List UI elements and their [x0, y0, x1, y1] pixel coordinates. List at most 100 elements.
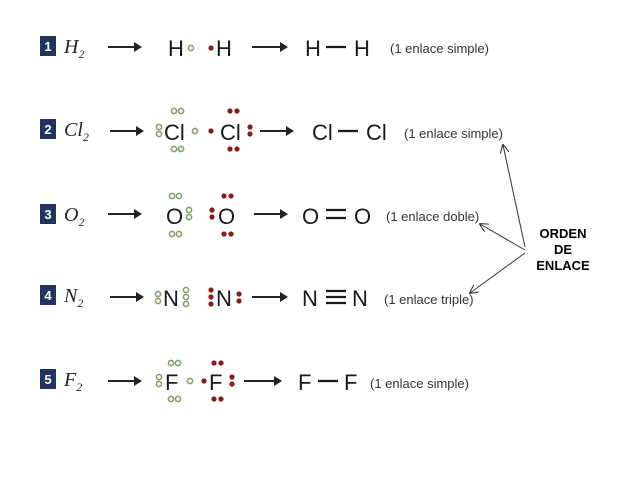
row-2: 2 Cl2 Cl Cl Cl Cl (1 enlace simple) — [40, 107, 503, 153]
electron-dot — [247, 124, 253, 130]
electron-dot — [155, 130, 163, 138]
bond-description: (1 enlace simple) — [370, 376, 469, 391]
electron-dot — [154, 290, 162, 298]
pointer-arrow-simple — [503, 145, 526, 248]
atom-left: Cl — [164, 120, 185, 145]
molecule-formula: F2 — [63, 369, 82, 394]
molecule-formula: N2 — [63, 285, 83, 310]
atom-right: Cl — [220, 120, 241, 145]
atom-left: N — [163, 286, 179, 311]
product-atom-right: O — [354, 204, 371, 229]
electron-dot — [234, 108, 240, 114]
electron-dot — [177, 145, 185, 153]
electron-dot — [170, 145, 178, 153]
row-number: 4 — [44, 288, 52, 303]
electron-dots-left — [154, 286, 190, 308]
arrow — [252, 42, 288, 52]
number-box — [40, 36, 56, 56]
electron-dot — [186, 377, 194, 385]
annotation-line-3: ENLACE — [536, 258, 590, 273]
row-3: 3 O2 O O O O (1 enlace doble) — [40, 192, 479, 238]
double-bond — [326, 208, 346, 220]
atom-left: H — [168, 36, 184, 61]
row-1: 1 H2 H H H H (1 enlace simple) — [40, 36, 489, 61]
electron-dot — [167, 359, 175, 367]
molecule-formula: Cl2 — [64, 119, 89, 144]
electron-dot — [228, 193, 234, 199]
electron-dot — [208, 45, 214, 51]
electron-dot — [182, 300, 190, 308]
product-atom-left: Cl — [312, 120, 333, 145]
electron-dot — [229, 381, 235, 387]
arrow — [254, 209, 288, 219]
electron-dot — [236, 291, 242, 297]
number-box — [40, 119, 56, 139]
arrow — [244, 376, 282, 386]
electron-dot — [170, 107, 178, 115]
annotation-line-2: DE — [554, 242, 572, 257]
electron-dot — [228, 231, 234, 237]
pointer-arrow-triple — [470, 252, 526, 293]
triple-bond — [326, 289, 346, 305]
arrow — [252, 292, 288, 302]
electron-dots-right — [201, 360, 235, 402]
electron-dot — [227, 108, 233, 114]
electron-dot — [191, 127, 199, 135]
electron-dot — [175, 230, 183, 238]
arrow — [110, 126, 144, 136]
electron-dot — [209, 207, 215, 213]
electron-dot — [174, 359, 182, 367]
electron-dot — [218, 396, 224, 402]
row-number: 2 — [44, 122, 51, 137]
electron-dot — [234, 146, 240, 152]
electron-dot — [174, 395, 182, 403]
row-4: 4 N2 N N N N (1 enlace triple) — [40, 285, 474, 311]
electron-dot — [185, 213, 193, 221]
atom-right: H — [216, 36, 232, 61]
electron-dots-right — [209, 193, 234, 237]
electron-dot — [182, 286, 190, 294]
row-number: 3 — [44, 207, 51, 222]
electron-dot — [236, 298, 242, 304]
electron-dot — [218, 360, 224, 366]
atom-left: O — [166, 204, 183, 229]
number-box — [40, 285, 56, 305]
bond-order-annotation: ORDEN DE ENLACE — [470, 145, 590, 293]
electron-dot — [155, 123, 163, 131]
electron-dot — [177, 107, 185, 115]
electron-dot — [211, 360, 217, 366]
atom-right: N — [216, 286, 232, 311]
atom-left: F — [165, 370, 178, 395]
atom-right: O — [218, 204, 235, 229]
electron-dot — [208, 128, 214, 134]
product-atom-right: F — [344, 370, 357, 395]
electron-dot — [229, 374, 235, 380]
electron-dot — [208, 294, 214, 300]
number-box — [40, 204, 56, 224]
electron-dot — [209, 214, 215, 220]
electron-dots-left — [155, 359, 194, 403]
arrow — [108, 209, 142, 219]
electron-dot — [182, 293, 190, 301]
electron-dot — [175, 192, 183, 200]
electron-dot — [201, 378, 207, 384]
arrow — [110, 292, 144, 302]
electron-dot — [155, 380, 163, 388]
bond-description: (1 enlace triple) — [384, 292, 474, 307]
electron-dot — [227, 146, 233, 152]
molecule-formula: O2 — [64, 204, 84, 229]
electron-dot — [221, 231, 227, 237]
arrow — [108, 42, 142, 52]
electron-dot — [208, 301, 214, 307]
bond-description: (1 enlace simple) — [390, 41, 489, 56]
product-atom-right: Cl — [366, 120, 387, 145]
product-atom-left: N — [302, 286, 318, 311]
product-atom-right: H — [354, 36, 370, 61]
product-atom-right: N — [352, 286, 368, 311]
arrow — [108, 376, 142, 386]
annotation-line-1: ORDEN — [540, 226, 587, 241]
electron-dots-right — [208, 287, 242, 307]
number-box — [40, 369, 56, 389]
product-atom-left: H — [305, 36, 321, 61]
